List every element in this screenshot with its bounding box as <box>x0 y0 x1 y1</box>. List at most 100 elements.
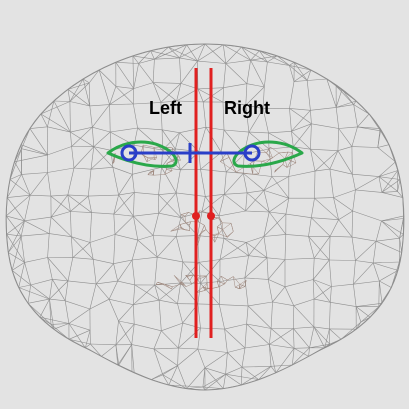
mesh-edge <box>183 284 187 287</box>
mesh-edge <box>117 259 133 282</box>
mesh-edge <box>198 262 201 284</box>
left-midline-marker <box>192 212 200 220</box>
mesh-edge <box>201 225 205 232</box>
face-wireframe-mesh <box>5 43 405 391</box>
mesh-edge <box>289 108 292 132</box>
mesh-edge <box>96 280 118 285</box>
mesh-edge <box>114 234 138 241</box>
mesh-edge <box>138 50 151 64</box>
mesh-edge <box>115 62 134 89</box>
mesh-edge <box>172 283 181 287</box>
mesh-edge <box>314 197 339 220</box>
mesh-edge <box>288 170 316 177</box>
mesh-edge <box>8 252 25 263</box>
mesh-edge <box>217 226 223 230</box>
mesh-edge <box>143 144 155 148</box>
mesh-edge <box>395 161 401 180</box>
mesh-edge <box>152 213 159 236</box>
mesh-edge <box>29 113 42 129</box>
mesh-edge <box>24 257 48 263</box>
mesh-edge <box>294 62 312 71</box>
mesh-edge <box>67 82 90 90</box>
mesh-edge <box>21 233 50 237</box>
mesh-edge <box>131 344 135 373</box>
mesh-edge <box>153 330 162 350</box>
mesh-edge <box>224 279 228 284</box>
mesh-edge <box>133 304 135 325</box>
mesh-edge <box>272 301 294 306</box>
mesh-edge <box>9 174 22 180</box>
mesh-edge <box>154 282 181 286</box>
mesh-edge <box>355 100 370 115</box>
mesh-edge <box>101 356 118 366</box>
mesh-edge <box>181 214 186 217</box>
mesh-edge <box>85 343 91 349</box>
mesh-edge <box>310 148 331 170</box>
mesh-edge <box>154 44 187 60</box>
mesh-edge <box>311 123 339 129</box>
mesh-edge <box>83 78 90 84</box>
mesh-edge <box>289 108 312 125</box>
mesh-edge <box>268 147 271 150</box>
mesh-edge <box>272 286 286 303</box>
mesh-edge <box>241 46 260 52</box>
mesh-edge <box>153 157 156 160</box>
mesh-edge <box>372 262 380 282</box>
mesh-edge <box>8 252 13 271</box>
mesh-edge <box>224 192 248 195</box>
mesh-edge <box>219 281 221 305</box>
mesh-edge <box>259 50 290 66</box>
mesh-edge <box>247 190 264 194</box>
mesh-edge <box>51 211 71 218</box>
mesh-edge <box>175 217 182 237</box>
mesh-edge <box>200 169 227 173</box>
mesh-edge <box>177 348 179 366</box>
mesh-edge <box>272 152 280 159</box>
mesh-edge <box>216 226 220 234</box>
mesh-edge <box>164 170 173 175</box>
mesh-edge <box>204 43 224 46</box>
mesh-edge <box>331 283 354 287</box>
mesh-edge <box>82 78 91 106</box>
mesh-edge <box>185 275 190 281</box>
mesh-edge <box>98 69 110 105</box>
mesh-edge <box>176 83 182 102</box>
mesh-edge <box>202 282 208 288</box>
mesh-edge <box>117 364 135 374</box>
mesh-edge <box>289 62 295 66</box>
mesh-edge <box>27 284 31 304</box>
mesh-edge <box>381 179 401 193</box>
mesh-edge <box>220 157 230 162</box>
mesh-edge <box>153 235 177 237</box>
mesh-edge <box>14 161 22 175</box>
mesh-edge <box>223 238 247 243</box>
mesh-edge <box>293 305 315 328</box>
left-label: Left <box>149 98 182 118</box>
mesh-edge <box>306 80 311 111</box>
mesh-edge <box>248 108 264 133</box>
mesh-edge <box>91 212 114 215</box>
mesh-edge <box>18 262 25 288</box>
mesh-edge <box>69 78 84 102</box>
mesh-edge <box>204 367 224 389</box>
mesh-edge <box>186 367 206 389</box>
mesh-edge <box>270 157 273 160</box>
mesh-edge <box>40 113 48 127</box>
mesh-edge <box>67 194 71 212</box>
mesh-edge <box>202 101 207 128</box>
mesh-edge <box>70 211 72 237</box>
mesh-edge <box>189 280 192 285</box>
mesh-edge <box>197 43 206 62</box>
mesh-edge <box>93 146 114 168</box>
mesh-edge <box>259 50 278 57</box>
mesh-edge <box>258 146 267 154</box>
mesh-edge <box>153 347 179 350</box>
mesh-edge <box>246 236 264 243</box>
mesh-edge <box>353 104 370 115</box>
mesh-edge <box>175 132 180 149</box>
mesh-edge <box>181 212 189 215</box>
mesh-edge <box>154 46 169 60</box>
mesh-edge <box>270 301 273 329</box>
mesh-edge <box>53 328 70 340</box>
mesh-edge <box>381 287 392 304</box>
